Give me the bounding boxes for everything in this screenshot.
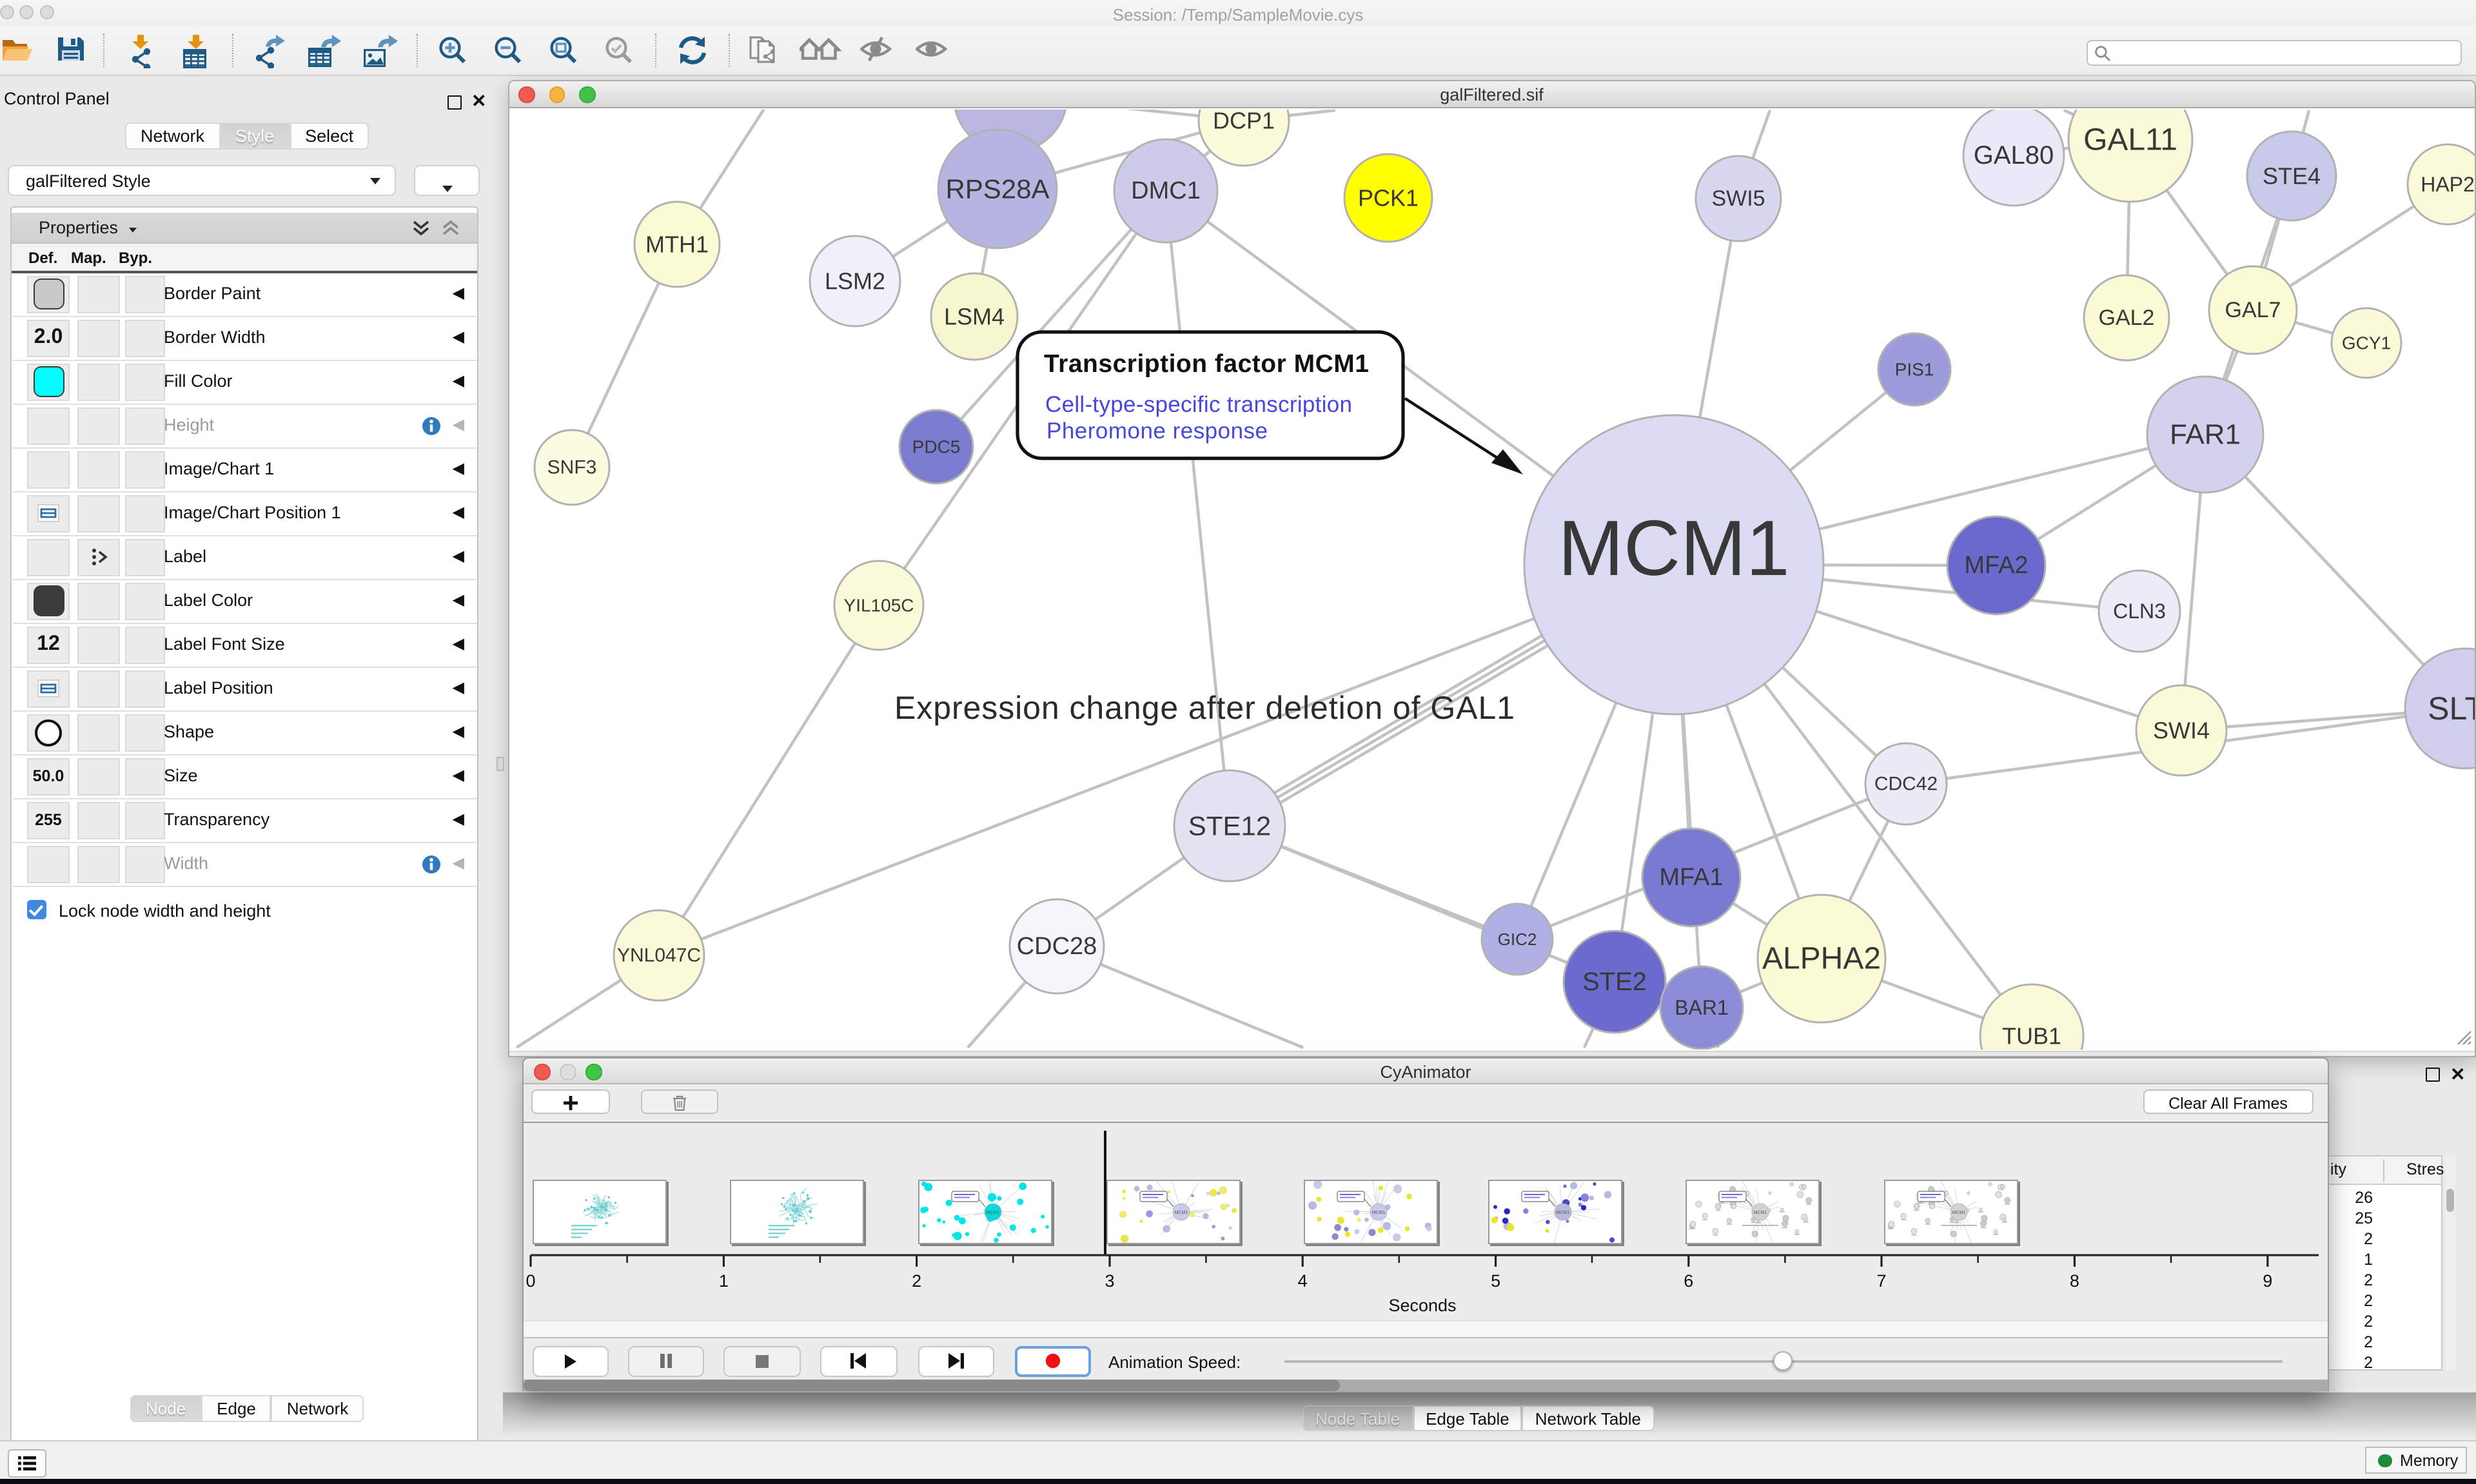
svg-text:MCM1: MCM1: [987, 1211, 1000, 1215]
svg-text:DMC1: DMC1: [1130, 177, 1200, 204]
svg-text:SWI4: SWI4: [2152, 717, 2209, 743]
svg-text:8: 8: [2070, 1271, 2079, 1291]
svg-text:SWI5: SWI5: [1711, 186, 1764, 210]
svg-text:MCM1: MCM1: [1372, 1211, 1386, 1215]
svg-text:0: 0: [526, 1271, 535, 1291]
svg-text:CLN3: CLN3: [2112, 599, 2165, 622]
svg-text:RPS28A: RPS28A: [945, 173, 1048, 204]
svg-text:STE4: STE4: [2262, 162, 2320, 189]
svg-text:MFA1: MFA1: [1658, 863, 1722, 890]
svg-text:GCY1: GCY1: [2341, 333, 2390, 353]
svg-text:MCM1: MCM1: [1557, 1211, 1570, 1215]
svg-text:MFA2: MFA2: [1963, 551, 2027, 578]
svg-text:Expression change after deleti: Expression change after deletion of GAL1: [894, 689, 1514, 725]
svg-text:CDC28: CDC28: [1016, 932, 1097, 959]
svg-text:Pheromone response: Pheromone response: [1046, 418, 1267, 443]
svg-text:GIC2: GIC2: [1497, 929, 1537, 948]
svg-text:GAL2: GAL2: [2098, 305, 2154, 329]
svg-text:MCM1: MCM1: [1952, 1211, 1966, 1215]
svg-text:GAL80: GAL80: [1973, 141, 2054, 169]
svg-text:SNF3: SNF3: [547, 456, 596, 478]
svg-text:ALPHA2: ALPHA2: [1762, 941, 1880, 975]
svg-text:PCK1: PCK1: [1357, 184, 1418, 211]
svg-text:6: 6: [1684, 1271, 1693, 1291]
svg-text:LSM2: LSM2: [824, 268, 885, 294]
svg-text:RPS20B: RPS20B: [958, 109, 1061, 111]
svg-text:LSM4: LSM4: [943, 303, 1004, 329]
svg-text:PIS1: PIS1: [1894, 359, 1934, 379]
svg-text:SLT2: SLT2: [2427, 690, 2476, 726]
svg-text:CDC42: CDC42: [1874, 773, 1937, 794]
svg-text:MTH1: MTH1: [645, 231, 708, 257]
svg-text:MCM1: MCM1: [1754, 1211, 1767, 1215]
svg-text:MCM1: MCM1: [1174, 1211, 1188, 1215]
svg-text:9: 9: [2263, 1271, 2272, 1291]
svg-text:BAR1: BAR1: [1674, 995, 1728, 1019]
svg-text:4: 4: [1298, 1271, 1308, 1291]
svg-text:5: 5: [1491, 1271, 1500, 1291]
svg-text:Transcription factor MCM1: Transcription factor MCM1: [1043, 349, 1368, 377]
svg-text:PDC5: PDC5: [912, 436, 960, 456]
svg-text:YNL047C: YNL047C: [616, 944, 700, 966]
svg-text:1: 1: [719, 1271, 729, 1291]
svg-text:FAR1: FAR1: [2169, 418, 2240, 450]
svg-text:GAL7: GAL7: [2225, 297, 2281, 322]
svg-text:2: 2: [912, 1271, 921, 1291]
svg-text:MCM1: MCM1: [1557, 503, 1789, 591]
svg-text:YIL105C: YIL105C: [843, 595, 914, 615]
svg-text:HAP2: HAP2: [2420, 172, 2474, 195]
svg-text:GAL11: GAL11: [2083, 122, 2177, 157]
svg-text:7: 7: [1876, 1271, 1886, 1291]
svg-text:3: 3: [1105, 1271, 1114, 1291]
svg-text:DCP1: DCP1: [1212, 109, 1274, 133]
svg-text:STE12: STE12: [1188, 810, 1270, 841]
svg-text:Cell-type-specific transcripti: Cell-type-specific transcription: [1045, 391, 1351, 416]
svg-text:Seconds: Seconds: [1388, 1296, 1456, 1315]
svg-text:STE2: STE2: [1582, 967, 1646, 995]
svg-text:TUB1: TUB1: [2001, 1022, 2061, 1049]
